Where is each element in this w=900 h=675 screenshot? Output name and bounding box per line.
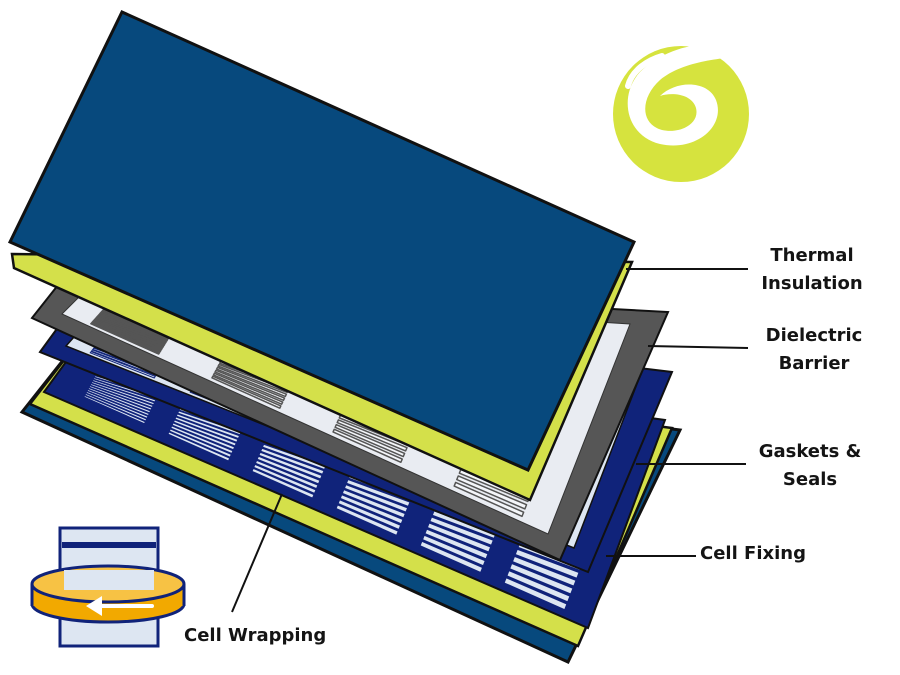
dielectric-slot xyxy=(93,318,165,349)
cell xyxy=(514,548,580,579)
label-gaskets-seals-line2: Seals xyxy=(782,469,838,490)
label-gaskets-seals-line1: Gaskets & xyxy=(758,441,862,462)
cell xyxy=(86,388,150,417)
dielectric-slot xyxy=(214,369,286,402)
dielectric-slot xyxy=(336,419,408,452)
label-dielectric-barrier: Dielectric Barrier xyxy=(744,322,884,378)
dielectric-slot xyxy=(96,315,169,342)
dielectric-slot xyxy=(453,481,525,518)
dielectric-slot xyxy=(92,320,163,351)
cell xyxy=(254,459,319,490)
cell xyxy=(506,569,571,603)
label-gaskets-seals: Gaskets & Seals xyxy=(740,438,880,494)
cell xyxy=(168,428,232,458)
leader-dielectric-barrier xyxy=(647,345,749,349)
dielectric-slot xyxy=(212,372,284,405)
dielectric-slot xyxy=(91,321,162,353)
cell xyxy=(509,562,574,595)
cell xyxy=(89,383,154,409)
label-thermal-insulation-line1: Thermal xyxy=(770,245,854,266)
dielectric-slot xyxy=(95,316,167,345)
cell xyxy=(175,413,241,440)
cell xyxy=(89,351,157,379)
label-thermal-insulation: Thermal Insulation xyxy=(742,242,882,298)
cell xyxy=(251,467,315,499)
leader-cell-wrapping xyxy=(231,493,283,613)
label-cell-wrapping: Cell Wrapping xyxy=(184,625,327,646)
top-cover-panel xyxy=(7,10,637,472)
dielectric-slot xyxy=(332,428,403,464)
cell xyxy=(88,385,153,411)
cell xyxy=(90,381,156,406)
dielectric-slot xyxy=(211,375,282,409)
cell xyxy=(172,419,237,447)
cell xyxy=(426,522,492,553)
cell xyxy=(256,455,321,485)
cell xyxy=(419,540,484,574)
cell xyxy=(260,447,325,475)
cell xyxy=(170,425,234,455)
label-dielectric-barrier-line1: Dielectric xyxy=(765,325,863,346)
cell xyxy=(171,422,236,451)
cell xyxy=(511,555,577,587)
cell xyxy=(335,504,399,536)
swirl-logo-icon xyxy=(613,44,749,182)
dielectric-slot xyxy=(456,475,528,510)
cell xyxy=(503,577,568,611)
cell xyxy=(341,489,406,519)
cell xyxy=(84,392,148,422)
cell xyxy=(253,463,317,494)
cell xyxy=(429,516,494,546)
cell xyxy=(345,478,411,507)
cell xyxy=(167,431,231,462)
cell xyxy=(85,390,149,419)
dielectric-slot xyxy=(90,322,161,355)
cell xyxy=(83,394,147,425)
cell xyxy=(258,451,323,480)
cell xyxy=(339,494,404,525)
cell-wrapping-icon xyxy=(30,526,186,648)
label-cell-fixing: Cell Fixing xyxy=(700,543,806,564)
label-dielectric-barrier-line2: Barrier xyxy=(778,353,850,374)
cell xyxy=(87,386,152,414)
label-thermal-insulation-line2: Insulation xyxy=(761,273,863,294)
cell xyxy=(174,416,239,443)
dielectric-slot xyxy=(215,366,288,398)
dielectric-slot xyxy=(334,423,406,458)
cell xyxy=(91,379,157,403)
cell xyxy=(421,534,486,567)
cell xyxy=(337,499,402,531)
dielectric-slot xyxy=(94,317,166,347)
cell xyxy=(343,483,409,513)
cell xyxy=(424,528,489,560)
